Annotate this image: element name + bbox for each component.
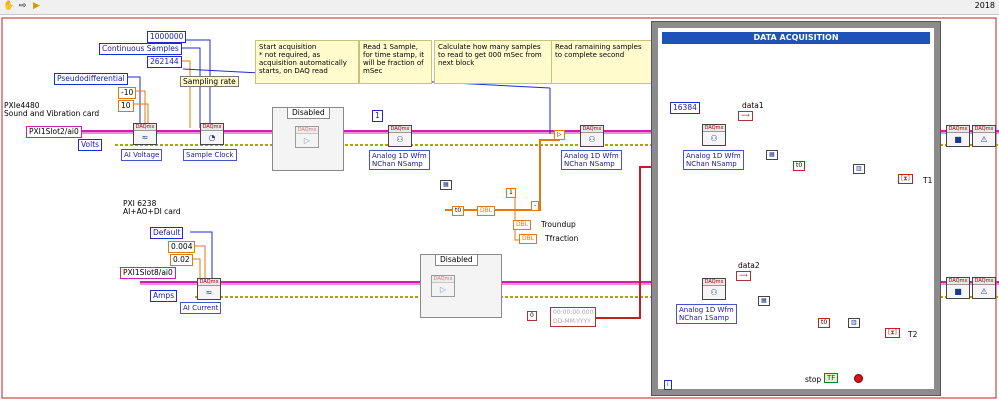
physical-channel-2[interactable]: PXI1Slot8/ai0 (120, 267, 176, 279)
t1-label: T1 (923, 176, 933, 185)
arrow-icon[interactable]: ⇨ (18, 1, 27, 11)
get-wfm-2: ▦ (758, 296, 770, 306)
min-current[interactable]: 0.004 (168, 241, 196, 253)
default-select[interactable]: Default (150, 227, 184, 239)
zero-i32-constant: 0 (527, 311, 537, 321)
read-selector-3[interactable]: Analog 1D Wfm NChan NSamp (683, 150, 744, 170)
data1-label: data1 (742, 101, 764, 110)
sample-clock-selector[interactable]: Sample Clock (183, 149, 237, 161)
max-current[interactable]: 0.02 (170, 254, 193, 266)
units-volts[interactable]: Volts (78, 139, 103, 151)
read-selector-4[interactable]: Analog 1D Wfm NChan 1Samp (676, 304, 737, 324)
run-icon[interactable]: ▶ (33, 1, 40, 11)
units-amps[interactable]: Amps (150, 290, 178, 302)
daqmx-read-vi-1[interactable]: DAQmx⚇ (388, 125, 412, 147)
stop-button[interactable]: TF (824, 373, 839, 383)
troundup-label: Troundup (541, 220, 576, 229)
t2-label: T2 (908, 330, 918, 339)
data2-label: data2 (738, 261, 760, 270)
get-wfm-component: ▦ (440, 180, 452, 190)
error-handler-vi-1[interactable]: DAQmx⚠ (972, 125, 996, 147)
daqmx-clear-vi-2[interactable]: DAQmx■ (946, 277, 970, 299)
data-acquisition-inner: DATA ACQUISITION 16384 DAQmx⚇ data1 ⟿ An… (658, 28, 934, 390)
terminal-config-select[interactable]: Pseudodifferential (54, 73, 128, 85)
t0-bundle-1: t0 (793, 161, 806, 171)
min-value[interactable]: -10 (118, 87, 137, 99)
build-array-1: ▥ (853, 164, 865, 174)
daqmx-create-channel-vi[interactable]: DAQmx≈ (133, 123, 157, 145)
year-label: 2018 (974, 1, 995, 10)
multiply-node: ▷ (554, 130, 565, 140)
disabled-structure-2: Disabled DAQmx▷ (420, 254, 502, 318)
subtract-node: - (531, 201, 540, 211)
samples-constant[interactable]: 1000000 (147, 31, 187, 43)
continuous-samples-select[interactable]: Continuous Samples (99, 43, 182, 55)
comment-calculate-samples: Calculate how many samples to read to ge… (434, 40, 552, 84)
data2-indicator: ⟿ (736, 271, 751, 281)
iteration-terminal: i (664, 380, 672, 390)
date-text: DD-MM-YYYY (553, 318, 591, 325)
disabled-selector-1[interactable]: Disabled (287, 107, 330, 119)
stop-condition-icon (854, 374, 863, 383)
daqmx-start-vi-disabled-2: DAQmx▷ (431, 275, 455, 297)
get-wfm-1: ▦ (766, 150, 778, 160)
tfraction-label: Tfraction (545, 234, 579, 243)
disabled-structure-1: Disabled DAQmx▷ (272, 107, 344, 171)
daqmx-read-vi-3[interactable]: DAQmx⚇ (702, 124, 726, 146)
comment-start-acquisition: Start acquisition * not required, as acq… (255, 40, 359, 84)
daqmx-create-channel-vi-2[interactable]: DAQmx≈ (197, 278, 221, 300)
hand-icon[interactable]: ✋ (3, 1, 15, 11)
read-selector-1[interactable]: Analog 1D Wfm NChan NSamp (369, 150, 430, 170)
dbl-convert: DBL (477, 206, 496, 216)
pxie4480-label: PXIe4480 Sound and Vibration card (4, 101, 100, 118)
pxi6238-label: PXI 6238 AI+AO+DI card (123, 199, 181, 216)
stop-label: stop (805, 375, 822, 384)
daq-title: DATA ACQUISITION (662, 32, 930, 44)
samples-constant-one[interactable]: 1 (372, 110, 383, 122)
constant-1-orange: 1 (506, 188, 516, 198)
max-value[interactable]: 10 (118, 100, 134, 112)
sampling-rate-label: Sampling rate (180, 76, 239, 87)
data1-indicator: ⟿ (738, 111, 753, 121)
samples-per-channel[interactable]: 262144 (147, 56, 182, 68)
troundup-indicator: DBL (513, 220, 532, 230)
daqmx-start-vi-disabled: DAQmx▷ (295, 126, 319, 148)
daqmx-clear-vi-1[interactable]: DAQmx■ (946, 125, 970, 147)
t0-unbundle: t0 (452, 206, 465, 216)
daqmx-timing-vi[interactable]: DAQmx◔ (200, 123, 224, 145)
toolbar: ✋ ⇨ ▶ 2018 (0, 0, 999, 15)
t2-indicator: [⧗] (885, 328, 900, 338)
daqmx-read-vi-2[interactable]: DAQmx⚇ (580, 125, 604, 147)
data-acquisition-loop: DATA ACQUISITION 16384 DAQmx⚇ data1 ⟿ An… (651, 21, 941, 396)
disabled-selector-2[interactable]: Disabled (435, 254, 478, 266)
t0-bundle-2: t0 (818, 318, 831, 328)
comment-read-one-sample: Read 1 Sample, for time stamp, it will b… (359, 40, 432, 84)
comment-read-remaining: Read ramaining samples to complete secon… (551, 40, 653, 84)
time-text: 00:00:00.000 (553, 309, 594, 316)
ai-voltage-selector[interactable]: AI Voltage (121, 149, 163, 161)
t1-indicator: [⧗] (898, 174, 913, 184)
build-array-2: ▥ (848, 318, 860, 328)
error-handler-vi-2[interactable]: DAQmx⚠ (972, 277, 996, 299)
physical-channel-1[interactable]: PXI1Slot2/ai0 (26, 126, 82, 138)
tfraction-indicator: DBL (519, 234, 538, 244)
samples-constant-16384[interactable]: 16384 (670, 102, 700, 114)
daqmx-read-vi-4[interactable]: DAQmx⚇ (702, 278, 726, 300)
read-selector-2[interactable]: Analog 1D Wfm NChan NSamp (561, 150, 622, 170)
ai-current-selector[interactable]: AI Current (180, 302, 222, 314)
